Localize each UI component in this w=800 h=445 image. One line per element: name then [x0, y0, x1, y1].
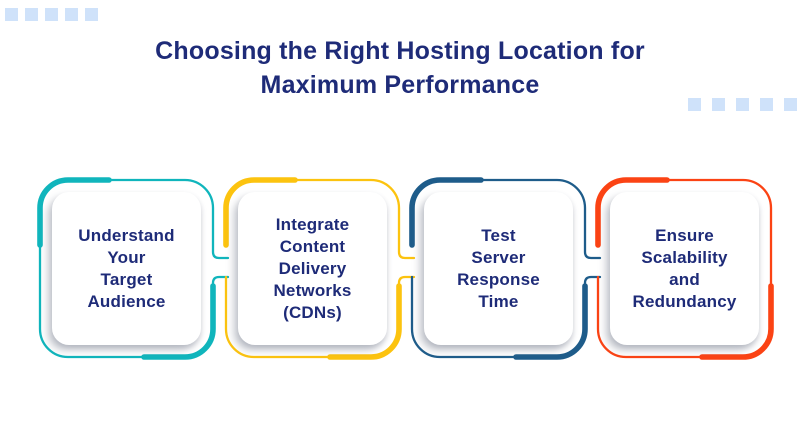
- card-2-accent-bottom-right: [513, 283, 588, 360]
- card-ensure-scalability: Ensure Scalability and Redundancy: [610, 192, 759, 345]
- decor-square: [736, 98, 749, 111]
- decor-square: [760, 98, 773, 111]
- card-label: Integrate Content Delivery Networks (CDN…: [273, 214, 352, 322]
- card-test-server-response: Test Server Response Time: [424, 192, 573, 345]
- decor-squares-top-left: [5, 8, 98, 21]
- card-label: Test Server Response Time: [457, 225, 540, 311]
- page-title: Choosing the Right Hosting Location for …: [155, 37, 645, 99]
- decor-square: [25, 8, 38, 21]
- card-understand-target-audience: Understand Your Target Audience: [52, 192, 201, 345]
- decor-square: [712, 98, 725, 111]
- decor-square: [65, 8, 78, 21]
- card-integrate-cdns: Integrate Content Delivery Networks (CDN…: [238, 192, 387, 345]
- card-3-accent-bottom-right: [699, 283, 774, 360]
- decor-square: [688, 98, 701, 111]
- card-label: Ensure Scalability and Redundancy: [632, 225, 737, 311]
- card-2-accent-top-left: [409, 177, 484, 248]
- decor-square: [784, 98, 797, 111]
- decor-square: [85, 8, 98, 21]
- card-3-accent-top-left: [595, 177, 670, 248]
- card-0-accent-top-left: [37, 177, 112, 248]
- card-0-accent-bottom-right: [141, 283, 216, 360]
- card-1-accent-top-left: [223, 177, 298, 248]
- decor-square: [5, 8, 18, 21]
- card-label: Understand Your Target Audience: [78, 225, 175, 311]
- decor-square: [45, 8, 58, 21]
- card-1-accent-bottom-right: [327, 283, 402, 360]
- decor-squares-right: [688, 98, 797, 111]
